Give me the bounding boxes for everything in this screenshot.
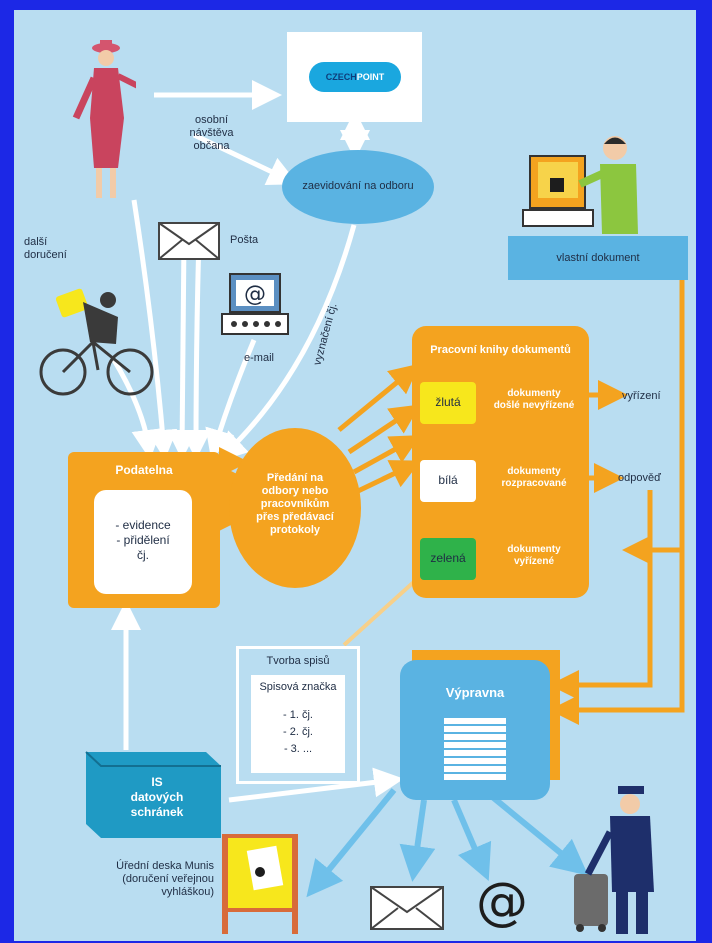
- predani-text: Předání na odbory nebo pracovníkům přes …: [229, 472, 361, 537]
- podatelna-item-2: - přidělení: [116, 533, 170, 547]
- uredni-line-3: vyhláškou): [161, 886, 214, 898]
- bila-desc-2: rozpracované: [501, 478, 567, 489]
- podatelna-item-1: - evidence: [115, 518, 171, 532]
- cyclist-courier-icon: [39, 288, 154, 396]
- cj-item-3: - 3. ...: [283, 743, 313, 755]
- zluta-desc-2: došlé nevyřízené: [493, 400, 575, 411]
- spisova-znacka-title: Spisová značka: [259, 681, 337, 693]
- book-zluta: žlutá: [420, 382, 476, 424]
- email-label: e-mail: [244, 352, 274, 364]
- vyrizeni-label: vyřízení: [622, 390, 661, 402]
- cj-list: - 1. čj. - 2. čj. - 3. ...: [251, 707, 345, 758]
- vlastni-dokument-label: vlastní dokument: [556, 252, 640, 264]
- podatelna-box: Podatelna - evidence - přidělení čj.: [68, 452, 220, 608]
- zelena-desc-1: dokumenty: [507, 544, 561, 555]
- book-bila-label: bílá: [438, 473, 458, 487]
- zluta-desc-1: dokumenty: [507, 388, 561, 399]
- uredni-line-1: Úřední deska Munis: [116, 860, 214, 872]
- osobni-line-1: osobní: [194, 114, 229, 126]
- book-bila-desc: dokumenty rozpracované: [484, 466, 584, 490]
- book-bila: bílá: [420, 460, 476, 502]
- predani-line-1: Předání na: [266, 472, 324, 484]
- podatelna-items: - evidence - přidělení čj.: [94, 518, 192, 563]
- bottom-at-symbol: @: [476, 872, 528, 932]
- osobni-line-2: návštěva: [189, 127, 234, 139]
- book-zelena-desc: dokumenty vyřízené: [484, 544, 584, 568]
- tvorba-spisu-title: Tvorba spisů: [266, 655, 330, 667]
- is-line-1: IS: [151, 775, 163, 789]
- podatelna-inner: - evidence - přidělení čj.: [94, 490, 192, 594]
- notice-board-icon: [222, 834, 298, 934]
- podatelna-title: Podatelna: [115, 463, 173, 477]
- odpoved-label: odpověď: [618, 472, 661, 484]
- podatelna-item-3: čj.: [137, 548, 149, 562]
- traveller-icon: [574, 786, 654, 934]
- predani-line-2: odbory nebo: [261, 485, 329, 497]
- bottom-envelope-icon: [370, 886, 444, 930]
- diagram-canvas: " CZECHPOINT osobní návštěva občana zaev…: [14, 10, 696, 941]
- book-zelena: zelená: [420, 538, 476, 580]
- top-title-fragment: ": [377, 10, 381, 18]
- predani-line-4: přes předávací: [256, 511, 334, 523]
- vypravna-box: Výpravna: [400, 660, 550, 800]
- uredni-line-2: (doručení veřejnou: [122, 873, 214, 885]
- is-datovych-label: IS datových schránek: [102, 775, 212, 820]
- is-line-3: schránek: [130, 805, 184, 819]
- czechpoint-logo: CZECHPOINT: [309, 62, 401, 92]
- book-zluta-desc: dokumenty došlé nevyřízené: [484, 388, 584, 412]
- zaevidovani-ellipse: zaevidování na odboru: [282, 150, 434, 224]
- czechpoint-right: POINT: [356, 72, 385, 82]
- svg-text:@: @: [244, 282, 266, 307]
- dalsi-line-1: další: [24, 236, 48, 248]
- zaevidovani-label: zaevidování na odboru: [302, 180, 414, 192]
- czechpoint-box: CZECHPOINT: [287, 32, 422, 122]
- clerk-computer-icon: [522, 136, 638, 234]
- pracovni-knihy-title: Pracovní knihy dokumentů: [430, 344, 571, 356]
- predani-line-3: pracovníkům: [260, 498, 330, 510]
- osobni-line-3: občana: [193, 140, 230, 152]
- cj-item-2: - 2. čj.: [283, 726, 313, 738]
- cj-item-1: - 1. čj.: [283, 709, 313, 721]
- predani-ellipse: Předání na odbory nebo pracovníkům přes …: [229, 428, 361, 588]
- tvorba-spisu-box: Tvorba spisů Spisová značka - 1. čj. - 2…: [236, 646, 360, 784]
- bila-desc-1: dokumenty: [507, 466, 561, 477]
- dalsi-line-2: doručení: [24, 249, 67, 261]
- mail-envelope-icon: [158, 222, 220, 260]
- clerk-desk: [508, 236, 688, 280]
- posta-label: Pošta: [230, 234, 259, 246]
- vypravna-title: Výpravna: [445, 685, 505, 700]
- czechpoint-left: CZECH: [325, 72, 357, 82]
- zelena-desc-2: vyřízené: [513, 556, 555, 567]
- email-laptop-icon: @: [221, 273, 289, 335]
- vypravna-document-icon: [444, 718, 506, 782]
- is-line-2: datových: [130, 790, 184, 804]
- uredni-deska-label: Úřední deska Munis (doručení veřejnou vy…: [84, 860, 214, 899]
- pracovni-knihy-box: Pracovní knihy dokumentů žlutá dokumenty…: [412, 326, 589, 598]
- book-zelena-label: zelená: [430, 551, 466, 565]
- woman-visitor-icon: [72, 40, 136, 198]
- predani-line-5: protokoly: [269, 524, 321, 536]
- connector-arrows: [111, 80, 685, 898]
- dalsi-doruceni-label: další doručení: [24, 236, 84, 262]
- osobni-navsteva-label: osobní návštěva občana: [184, 114, 239, 153]
- is-datovych-box-shape: [85, 751, 221, 838]
- spisova-znacka-box: Spisová značka - 1. čj. - 2. čj. - 3. ..…: [251, 675, 345, 773]
- book-zluta-label: žlutá: [435, 395, 461, 409]
